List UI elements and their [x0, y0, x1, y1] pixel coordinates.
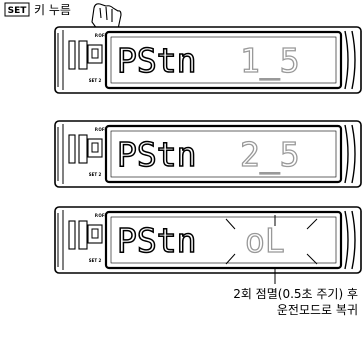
- lcd-display: [104, 210, 343, 270]
- set-key-box: [4, 2, 30, 17]
- caption-line-1: 2회 점멸(0.5초 주기) 후: [233, 287, 358, 301]
- lcd-value: oL: [245, 221, 285, 260]
- sensor-panel-1: P.OFF SET 2 PStn 1_5: [54, 26, 362, 94]
- switch-bottom-label: SET 2: [89, 172, 102, 177]
- set-switch: [87, 44, 103, 64]
- switch-top-label: P.OFF: [95, 213, 108, 218]
- set-key-label: SET: [8, 6, 28, 16]
- indicator-led: [68, 134, 76, 164]
- switch-top-label: P.OFF: [95, 33, 108, 38]
- switch-top-label: P.OFF: [95, 127, 108, 132]
- caption: 2회 점멸(0.5초 주기) 후 운전모드로 복귀: [233, 287, 358, 317]
- lcd-display: [104, 30, 343, 90]
- switch-bottom-label: SET 2: [89, 258, 102, 263]
- sensor-panel-3: P.OFF SET 2 PStn oL: [54, 206, 362, 277]
- set-switch: [87, 138, 103, 158]
- indicator-led: [68, 220, 76, 250]
- caption-line-2: 운전모드로 복귀: [277, 303, 358, 317]
- indicator-led: [68, 40, 76, 70]
- set-key-instruction: SET 키 누름: [4, 2, 71, 17]
- lcd-value: 2_5: [240, 135, 300, 175]
- lcd-display: [104, 124, 343, 184]
- lcd-label: PStn: [117, 221, 196, 260]
- set-switch: [87, 224, 103, 244]
- lcd-value: 1_5: [240, 41, 300, 81]
- blink-lines: [225, 215, 318, 277]
- lcd-label: PStn: [117, 41, 196, 80]
- press-text: 키 누름: [34, 3, 71, 17]
- lcd-label: PStn: [117, 135, 196, 174]
- switch-bottom-label: SET 2: [89, 78, 102, 83]
- sensor-panel-2: P.OFF SET 2 PStn 2_5: [54, 120, 362, 188]
